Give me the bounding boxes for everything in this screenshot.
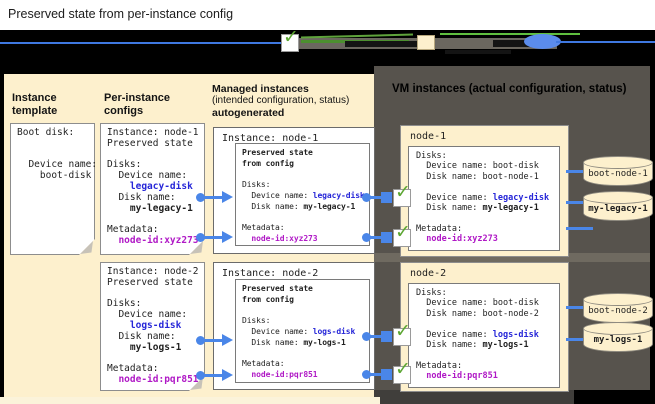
status-check-icon: ✓ [393, 358, 411, 384]
connector-line [366, 196, 384, 199]
legend-blue-line-left [0, 42, 281, 44]
disk-connector-line [566, 227, 593, 230]
status-check-icon: ✓ [393, 320, 411, 346]
connector-square [381, 232, 392, 243]
disk-connector-line [566, 306, 583, 309]
page-title: Preserved state from per-instance config [8, 7, 234, 21]
connector-line [366, 373, 384, 376]
instance-template-card: Boot disk: Device name: boot-disk [10, 123, 97, 255]
zone-separator [374, 253, 650, 262]
vm-card-node-2: node-2 Disks: Device name: boot-disk Dis… [400, 262, 569, 392]
disk-connector-line [566, 338, 583, 341]
header-managed-instances: Managed instances (intended configuratio… [212, 83, 350, 119]
managed-instance-card-node-1: Instance: node-1 Preserved state from co… [213, 127, 375, 254]
vm-state-box: Disks: Device name: boot-disk Disk name:… [408, 146, 560, 251]
card-title: node-2 [410, 268, 447, 279]
card-title: node-1 [410, 131, 447, 142]
connector-square [381, 331, 392, 342]
disk-connector-line [566, 201, 583, 204]
connector-line [200, 339, 224, 342]
connector-arrow-icon [222, 369, 233, 381]
legend-text-obscured [445, 50, 511, 54]
card-title: Instance: node-2 [222, 268, 319, 279]
legend-band: ✓ [0, 26, 655, 66]
managed-instance-card-node-2: Instance: node-2 Preserved state from co… [213, 262, 375, 390]
disk-connector-line [566, 170, 583, 173]
preserved-state-box: Preserved state from config Disks: Devic… [235, 143, 370, 246]
connector-arrow-icon [222, 334, 233, 346]
legend-disk-oval-icon [524, 34, 561, 49]
legend-preserved-state-swatch-icon [417, 35, 435, 50]
connector-line [200, 196, 224, 199]
per-instance-config-card-node-2: Instance: node-2 Preserved state Disks: … [100, 262, 205, 391]
preserved-state-box: Preserved state from config Disks: Devic… [235, 279, 370, 383]
disk-cylinder-my-legacy-1: my-legacy-1 [583, 191, 653, 223]
legend-text-obscured [345, 41, 425, 47]
disk-cylinder-boot-node-1: boot-node-1 [583, 156, 653, 188]
vm-card-node-1: node-1 Disks: Device name: boot-disk Dis… [400, 125, 569, 257]
connector-line [200, 236, 224, 239]
header-vm-instances: VM instances (actual configuration, stat… [392, 83, 627, 95]
legend-green-line-3 [440, 33, 580, 35]
connector-square [381, 192, 392, 203]
vm-state-box: Disks: Device name: boot-disk Disk name:… [408, 283, 560, 388]
card-title: Instance: node-1 [222, 133, 319, 144]
header-instance-template: Instance template [12, 92, 58, 117]
connector-arrow-icon [222, 191, 233, 203]
disk-cylinder-boot-node-2: boot-node-2 [583, 293, 653, 325]
panel-footer-light [0, 397, 380, 404]
connector-arrow-icon [222, 231, 233, 243]
legend-text-obscured [493, 40, 551, 47]
legend-checkmark-icon: ✓ [281, 26, 299, 52]
connector-square [381, 369, 392, 380]
connector-line [366, 236, 384, 239]
legend-blue-line-right [556, 41, 655, 43]
status-check-icon: ✓ [393, 221, 411, 247]
header-per-instance-configs: Per-instance configs [104, 92, 171, 117]
connector-line [366, 335, 384, 338]
disk-cylinder-my-logs-1: my-logs-1 [583, 322, 653, 354]
per-instance-config-card-node-1: Instance: node-1 Preserved state Disks: … [100, 123, 205, 255]
connector-line [200, 374, 224, 377]
status-check-icon: ✓ [393, 181, 411, 207]
panel-footer [374, 390, 574, 404]
